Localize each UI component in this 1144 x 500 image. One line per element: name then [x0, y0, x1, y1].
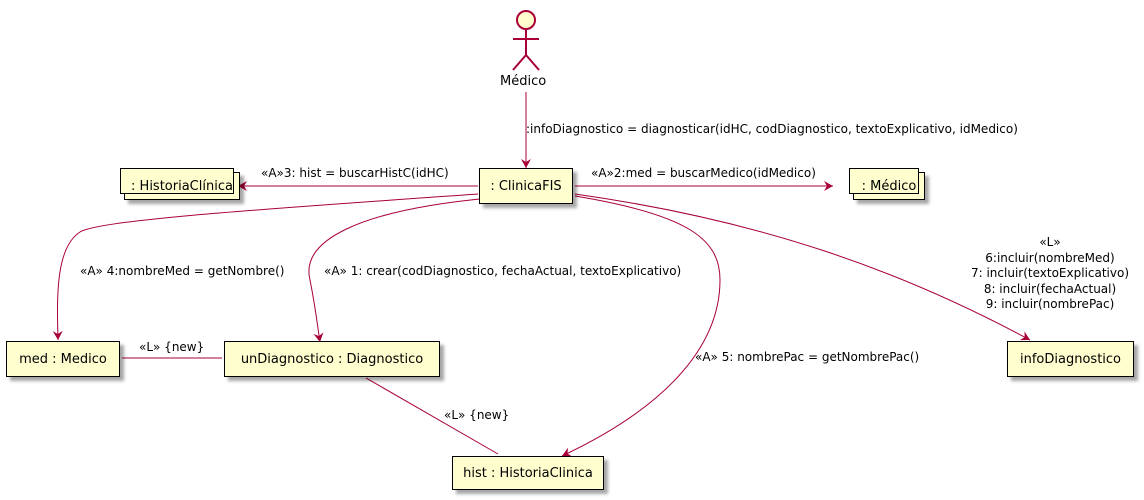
label-info-messages: «L» 6:incluir(nombreMed) 7: incluir(text… — [962, 235, 1138, 313]
node-undiagnostico[interactable]: unDiagnostico : Diagnostico — [224, 341, 440, 377]
info-line: 8: incluir(fechaActual) — [983, 281, 1117, 296]
label-message-2: «A»2:med = buscarMedico(idMedico) — [591, 166, 816, 180]
label-diagnosticar-message: :infoDiagnostico = diagnosticar(idHC, co… — [526, 122, 1018, 136]
label-link-diag-hist: «L» {new} — [444, 408, 510, 422]
label-message-3: «A»3: hist = buscarHistC(idHC) — [261, 166, 449, 180]
edge-clinica-diag — [308, 197, 491, 343]
info-line: «L» — [1039, 235, 1061, 249]
node-medico-multiobject[interactable]: : Médico — [849, 168, 925, 200]
actor-figure — [512, 10, 540, 71]
label-message-1: «A» 1: crear(codDiagnostico, fechaActual… — [324, 264, 682, 278]
edge-clinica-info — [574, 193, 1031, 341]
label-message-4: «A» 4:nombreMed = getNombre() — [80, 264, 285, 278]
node-med[interactable]: med : Medico — [6, 341, 120, 377]
info-line: 9: incluir(nombrePac) — [985, 297, 1115, 311]
label-message-5: «A» 5: nombrePac = getNombrePac() — [695, 350, 920, 364]
info-line: 7: incluir(textoExplicativo) — [970, 266, 1130, 280]
node-infodiagnostico[interactable]: infoDiagnostico — [1007, 341, 1134, 377]
link-diag-hist — [365, 377, 499, 455]
label-link-med-diag: «L» {new} — [139, 340, 205, 354]
actor-label: Médico — [500, 74, 547, 89]
edge-clinica-med — [52, 193, 479, 341]
info-line: 6:incluir(nombreMed) — [985, 250, 1115, 265]
node-clinica[interactable]: : ClinicaFIS — [479, 168, 573, 204]
node-hist[interactable]: hist : HistoriaClinica — [452, 456, 604, 490]
edge-clinica-hist — [561, 195, 721, 457]
node-historia-multiobject[interactable]: : HistoriaClínica — [120, 168, 240, 200]
